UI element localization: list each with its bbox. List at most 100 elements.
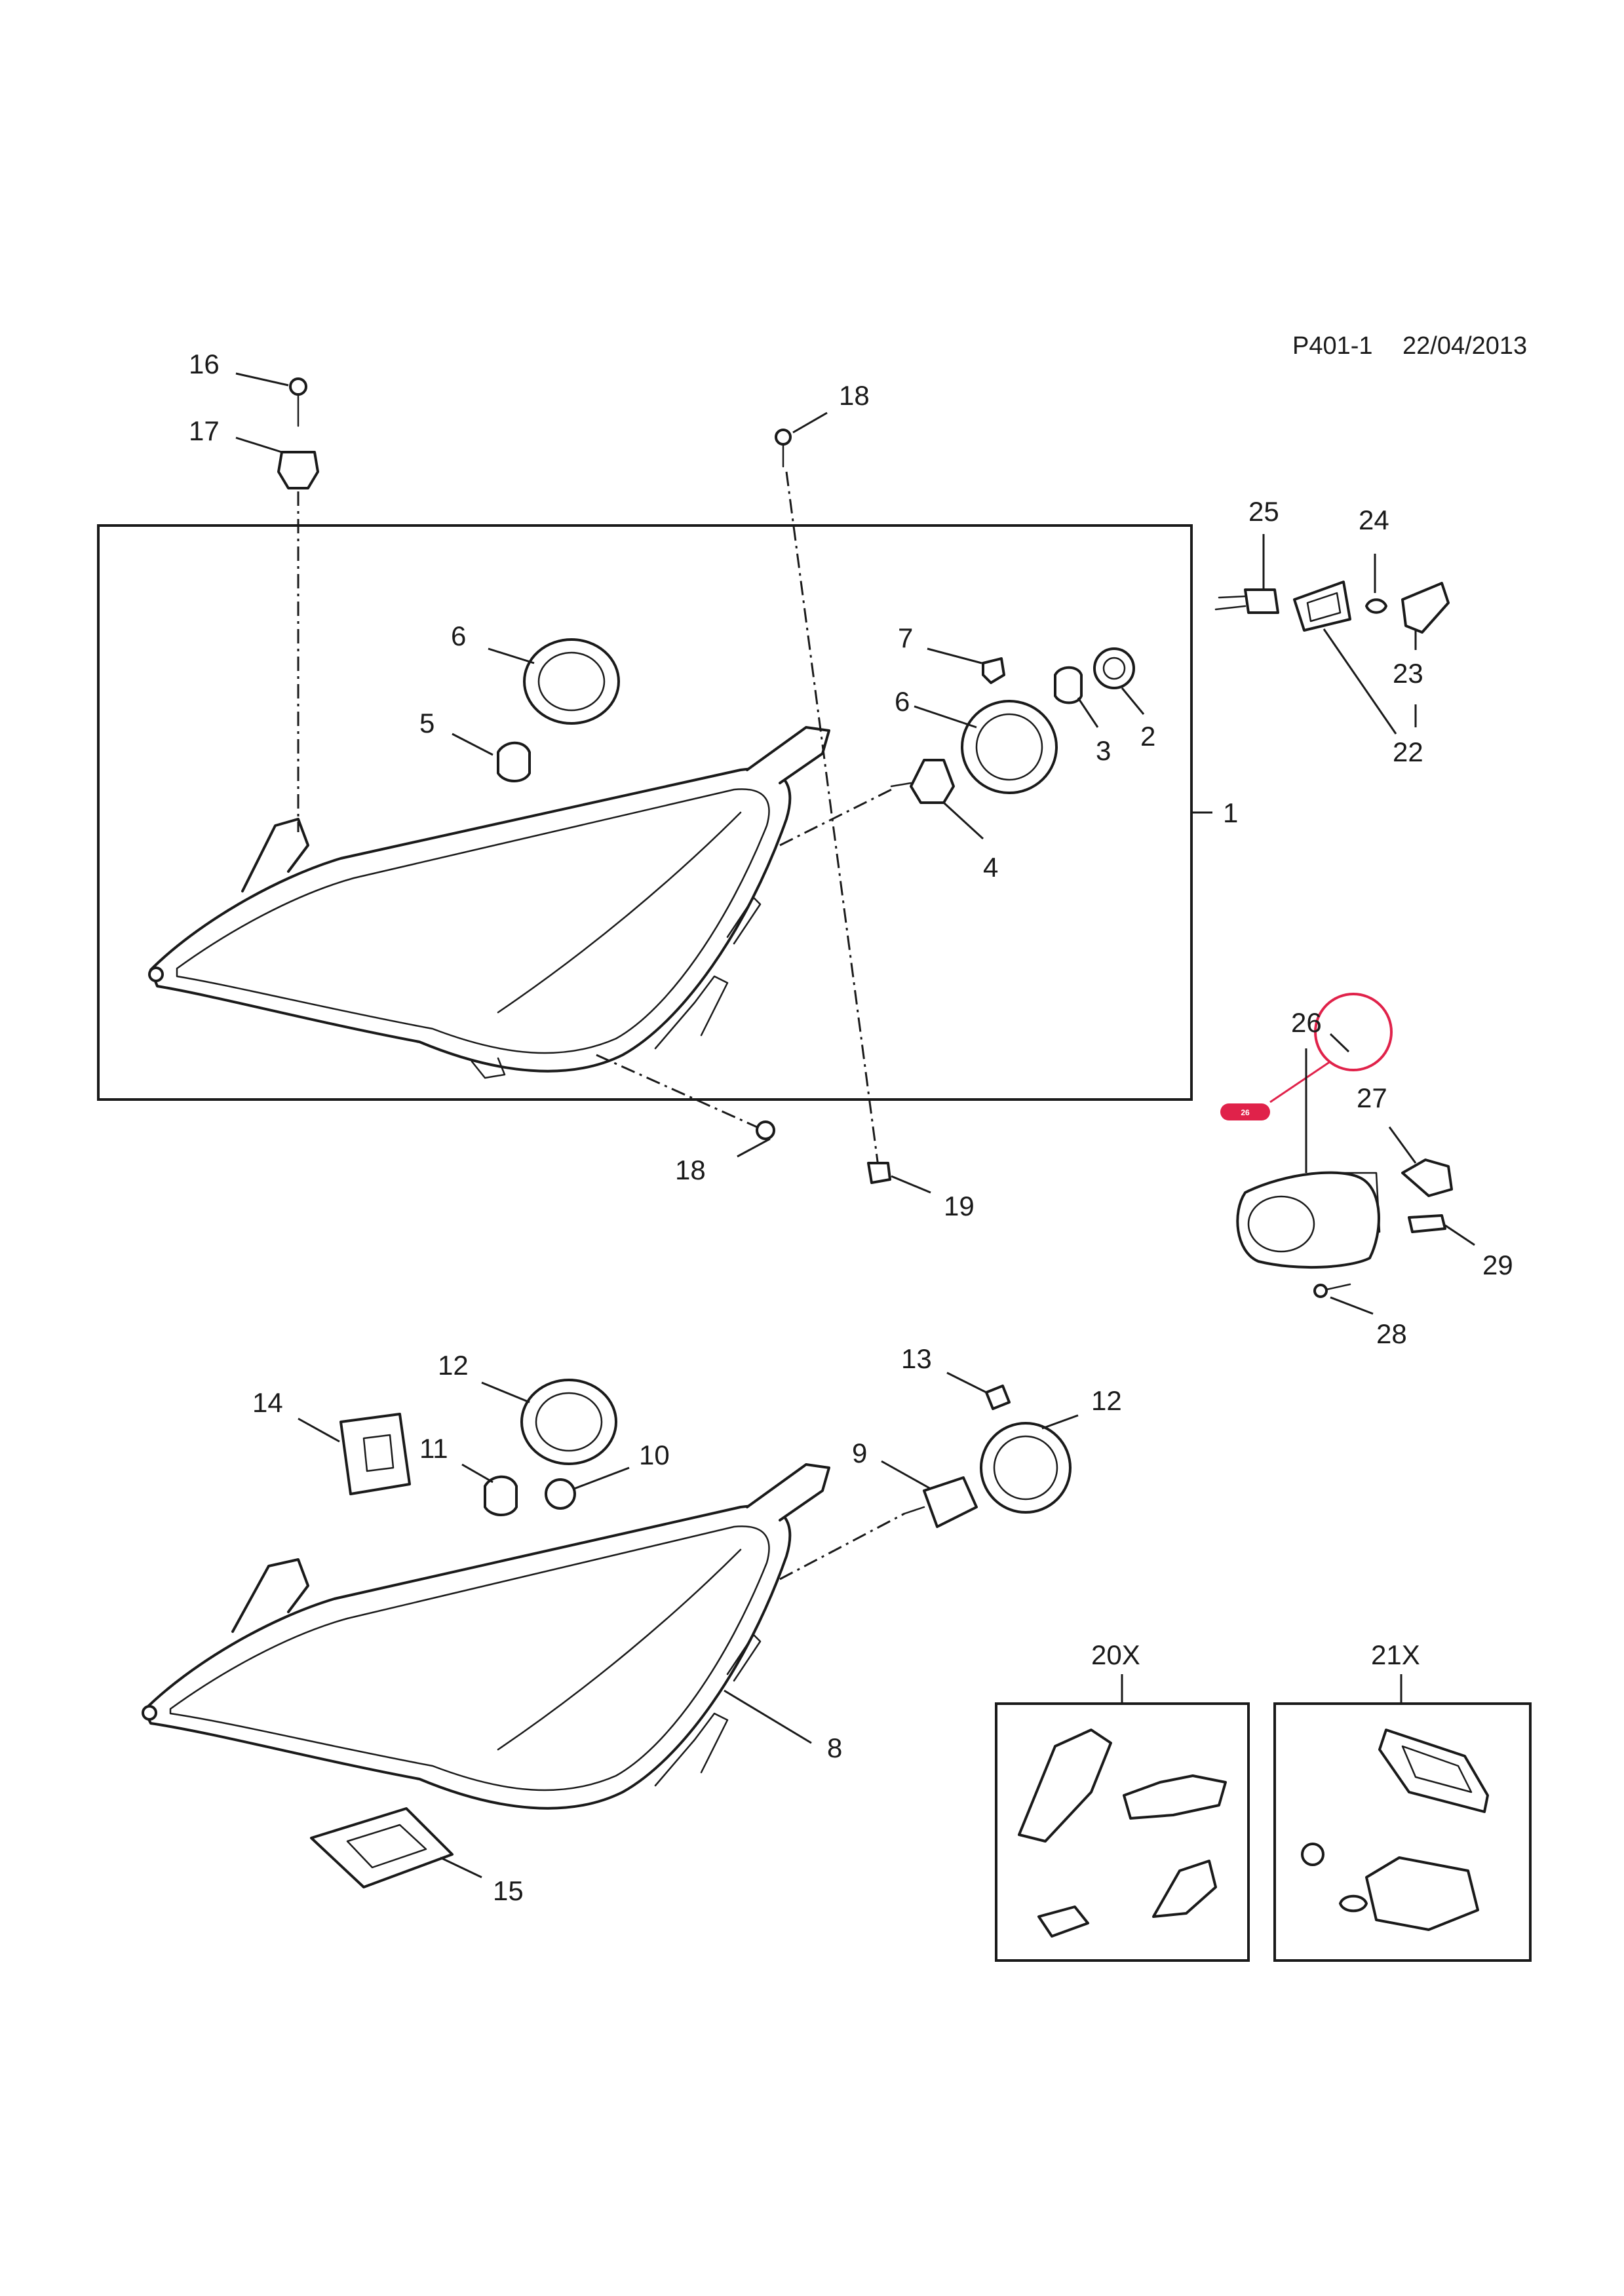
leader-29	[1444, 1224, 1475, 1246]
clip-19[interactable]	[867, 1162, 891, 1184]
leader-26	[1329, 1033, 1350, 1053]
callout-18-bottom: 18	[675, 1155, 706, 1185]
ballast-14[interactable]	[339, 1413, 411, 1495]
callout-3: 3	[1096, 735, 1111, 766]
leader-13	[946, 1371, 987, 1394]
callout-28: 28	[1376, 1318, 1407, 1349]
leader-6-right	[914, 705, 977, 729]
dash-guide-4	[779, 788, 892, 847]
dash-guide-18-bottom	[596, 1054, 758, 1128]
callout-24: 24	[1359, 505, 1389, 535]
lens-23[interactable]	[1401, 582, 1450, 634]
leader-9	[881, 1460, 931, 1490]
diagram-date: 22/04/2013	[1402, 332, 1527, 360]
callout-11: 11	[419, 1433, 448, 1464]
clip-7[interactable]	[982, 657, 1005, 684]
callout-25: 25	[1248, 496, 1279, 527]
housing-22[interactable]	[1293, 581, 1351, 632]
kit-frame-20x	[995, 1702, 1250, 1962]
callout-9: 9	[852, 1438, 867, 1468]
callout-6-left: 6	[451, 621, 466, 651]
bulb-4[interactable]	[890, 759, 955, 804]
leader-12-right	[1041, 1414, 1079, 1430]
leader-22-a	[1323, 628, 1397, 735]
socket-10[interactable]	[545, 1478, 576, 1510]
screw-16[interactable]	[289, 377, 307, 427]
leader-15	[440, 1856, 482, 1879]
diagram-code: P401-1	[1292, 332, 1373, 360]
callout-29: 29	[1482, 1250, 1513, 1280]
leader-3	[1077, 697, 1099, 728]
connector-25[interactable]	[1214, 588, 1279, 614]
kit-frame-21x	[1273, 1702, 1532, 1962]
callout-15: 15	[493, 1875, 524, 1906]
callout-2: 2	[1140, 721, 1155, 752]
fog-lamp-26[interactable]	[1236, 1171, 1381, 1269]
bulb-3[interactable]	[1054, 666, 1083, 704]
callout-21x: 21X	[1371, 1639, 1420, 1670]
callout-12-right: 12	[1091, 1385, 1122, 1416]
headlamp-assembly-lower[interactable]	[142, 1463, 830, 1810]
dash-guide-9	[779, 1512, 905, 1580]
clip-17[interactable]	[277, 451, 319, 489]
callout-4: 4	[983, 852, 998, 883]
clip-13[interactable]	[985, 1385, 1011, 1410]
callout-8: 8	[827, 1732, 842, 1763]
bulb-27[interactable]	[1401, 1158, 1453, 1197]
bulb-cover-6-right[interactable]	[961, 700, 1058, 794]
callout-20x: 20X	[1091, 1639, 1140, 1670]
leader-8	[724, 1689, 812, 1744]
bulb-cover-6-left[interactable]	[523, 638, 620, 725]
callout-19: 19	[944, 1191, 975, 1221]
leader-18-top	[792, 411, 828, 434]
bulb-9[interactable]	[903, 1476, 978, 1528]
callout-6-right: 6	[895, 686, 910, 717]
leader-2	[1121, 687, 1145, 715]
callout-16: 16	[189, 349, 220, 379]
callout-27: 27	[1357, 1082, 1387, 1113]
bulb-11[interactable]	[484, 1475, 518, 1516]
bulb-cover-12-right[interactable]	[980, 1422, 1072, 1514]
leader-10	[573, 1466, 630, 1490]
bulb-24[interactable]	[1365, 598, 1387, 614]
leader-7	[927, 647, 982, 664]
kit-21x-parts[interactable]	[1301, 1729, 1489, 1931]
leader-4	[942, 801, 984, 840]
callout-17: 17	[189, 415, 220, 446]
bracket-29[interactable]	[1408, 1214, 1446, 1233]
bulb-cover-12-left[interactable]	[520, 1379, 617, 1465]
callout-18-top: 18	[839, 380, 870, 411]
callout-14: 14	[252, 1387, 283, 1418]
callout-13: 13	[901, 1343, 932, 1374]
highlight-leader-26	[1269, 1060, 1331, 1103]
highlight-badge-label: 26	[1241, 1108, 1250, 1117]
leader-12-left	[481, 1381, 530, 1404]
leader-19	[891, 1175, 931, 1194]
highlight-badge-26[interactable]	[1220, 1103, 1270, 1120]
socket-2[interactable]	[1093, 647, 1135, 689]
leader-27	[1388, 1126, 1417, 1164]
callout-26: 26	[1291, 1007, 1322, 1038]
callout-23: 23	[1393, 658, 1423, 689]
kit-20x-parts[interactable]	[1018, 1729, 1227, 1938]
screw-28[interactable]	[1313, 1283, 1351, 1298]
callout-1: 1	[1223, 797, 1238, 828]
callout-12-left: 12	[438, 1350, 469, 1381]
headlamp-assembly-upper[interactable]	[148, 726, 830, 1079]
screw-18-top[interactable]	[775, 429, 792, 468]
highlight-ring-26[interactable]	[1314, 993, 1393, 1071]
module-15[interactable]	[310, 1807, 454, 1888]
bulb-5[interactable]	[497, 741, 531, 782]
screw-18-bottom[interactable]	[756, 1120, 775, 1140]
leader-5	[452, 733, 493, 756]
leader-11	[461, 1463, 493, 1483]
callout-10: 10	[639, 1440, 670, 1470]
leader-16	[235, 372, 289, 387]
callout-5: 5	[419, 708, 435, 738]
leader-14	[298, 1417, 340, 1443]
leader-6-left	[488, 647, 535, 664]
leader-28	[1330, 1296, 1374, 1315]
callout-22: 22	[1393, 737, 1423, 767]
leader-17	[235, 436, 282, 453]
